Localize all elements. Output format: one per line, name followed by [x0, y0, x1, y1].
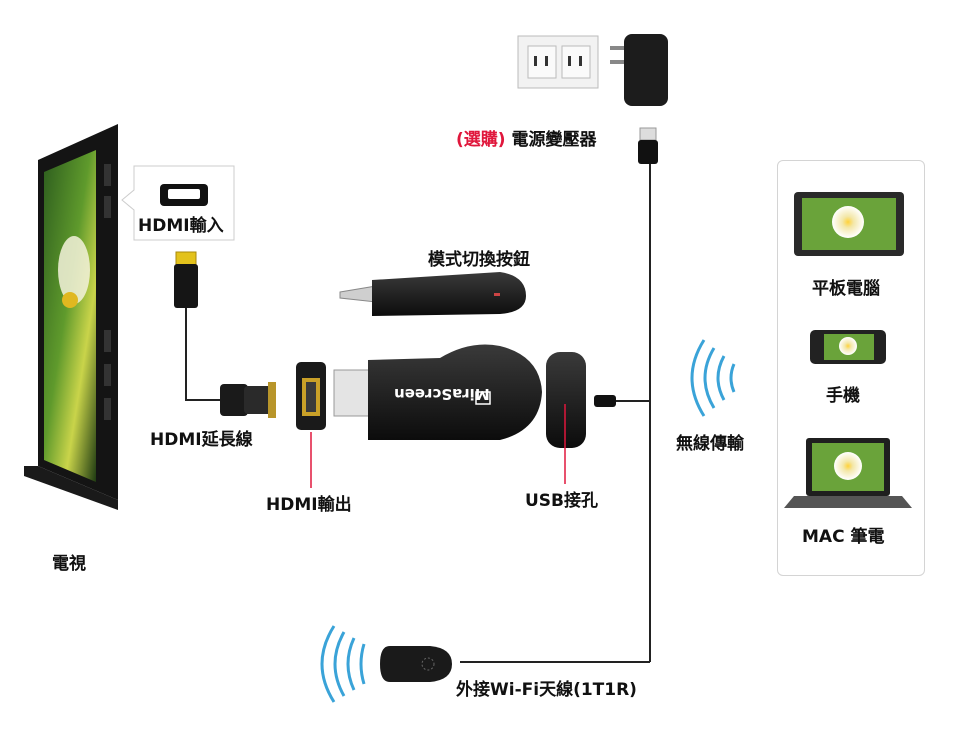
hdmi-output-label: HDMI輸出: [266, 495, 352, 515]
tv-label: 電視: [52, 554, 86, 574]
usb-port-label: USB接孔: [525, 491, 599, 511]
hdmi-input-label: HDMI輸入: [138, 216, 224, 236]
tablet-label: 平板電腦: [812, 279, 880, 299]
external-wifi-label: 外接Wi-Fi天線(1T1R): [456, 680, 637, 700]
power-adapter-label: (選購) 電源變壓器: [456, 125, 596, 150]
usb-cap: [546, 352, 586, 484]
laptop-label: MAC 筆電: [802, 527, 885, 547]
tv-port: [104, 398, 111, 420]
mode-button-device: [339, 272, 526, 316]
hdmi-extension-label: HDMI延長線: [150, 430, 253, 450]
brand-label: MiraScreen: [394, 385, 490, 403]
hdmi-extension-cable: [174, 251, 276, 418]
phone-icon: [810, 330, 886, 364]
mode-button-label: 模式切換按鈕: [428, 250, 530, 270]
hdmi-input-callout: [121, 165, 235, 241]
wireless-waves: [690, 339, 736, 417]
tablet-icon: [794, 192, 904, 256]
laptop-icon: [784, 438, 912, 508]
wifi-waves: [320, 625, 366, 703]
mirascreen-dongle: [333, 344, 542, 440]
tv-port: [104, 196, 111, 218]
tv-port: [104, 330, 111, 352]
power-adapter-text: 電源變壓器: [511, 130, 597, 150]
phone-label: 手機: [826, 386, 860, 406]
wifi-antenna: [380, 646, 452, 682]
tv-port: [104, 164, 111, 186]
tv-port: [104, 364, 111, 386]
wireless-label: 無線傳輸: [676, 434, 744, 454]
power-adapter: [517, 34, 668, 106]
usb-cable: [460, 127, 658, 663]
tv-illustration: [24, 124, 118, 510]
hdmi-output-connector: [296, 362, 326, 488]
optional-tag: (選購): [456, 130, 506, 150]
